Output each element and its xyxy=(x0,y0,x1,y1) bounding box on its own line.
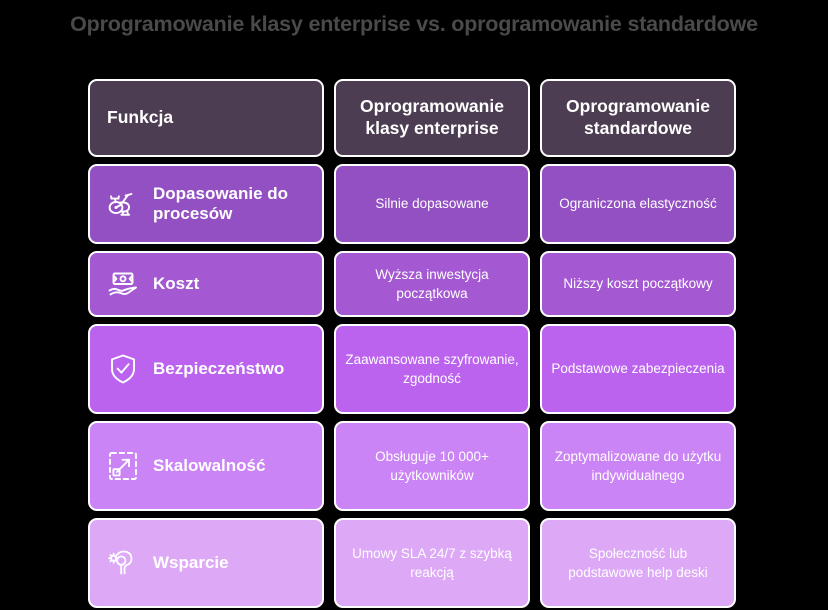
feature-label: Wsparcie xyxy=(153,552,229,572)
standard-cell-support: Społeczność lub podstawowe help deski xyxy=(540,518,736,608)
header-cell-standard: Oprogramowanie standardowe xyxy=(540,79,736,157)
feature-cell-support: Wsparcie xyxy=(88,518,324,608)
feature-cell-cost: Koszt xyxy=(88,251,324,317)
comparison-table: Funkcja Oprogramowanie klasy enterprise … xyxy=(88,79,736,608)
scale-expand-icon xyxy=(104,447,142,485)
feature-cell-process-fit: Dopasowanie do procesów xyxy=(88,164,324,244)
enterprise-cell-security: Zaawansowane szyfrowanie, zgodność xyxy=(334,324,530,414)
table-row: Koszt Wyższa inwestycja początkowa Niższ… xyxy=(88,251,736,317)
header-cell-feature: Funkcja xyxy=(88,79,324,157)
shield-check-icon xyxy=(104,350,142,388)
feature-label: Dopasowanie do procesów xyxy=(153,183,289,223)
table-header-row: Funkcja Oprogramowanie klasy enterprise … xyxy=(88,79,736,157)
table-row: Skalowalność Obsługuje 10 000+ użytkowni… xyxy=(88,421,736,511)
money-in-hand-icon xyxy=(104,265,142,303)
feature-label: Koszt xyxy=(153,273,200,293)
table-row: Dopasowanie do procesów Silnie dopasowan… xyxy=(88,164,736,244)
feature-cell-security: Bezpieczeństwo xyxy=(88,324,324,414)
standard-cell-security: Podstawowe zabezpieczenia xyxy=(540,324,736,414)
table-row: Bezpieczeństwo Zaawansowane szyfrowanie,… xyxy=(88,324,736,414)
enterprise-cell-support: Umowy SLA 24/7 z szybką reakcją xyxy=(334,518,530,608)
head-gear-support-icon xyxy=(104,544,142,582)
exercise-bike-icon xyxy=(104,185,142,223)
enterprise-cell-process-fit: Silnie dopasowane xyxy=(334,164,530,244)
standard-cell-scalability: Zoptymalizowane do użytku indywidualnego xyxy=(540,421,736,511)
standard-cell-process-fit: Ograniczona elastyczność xyxy=(540,164,736,244)
standard-cell-cost: Niższy koszt początkowy xyxy=(540,251,736,317)
enterprise-cell-scalability: Obsługuje 10 000+ użytkowników xyxy=(334,421,530,511)
feature-label: Skalowalność xyxy=(153,455,266,475)
header-cell-enterprise: Oprogramowanie klasy enterprise xyxy=(334,79,530,157)
enterprise-cell-cost: Wyższa inwestycja początkowa xyxy=(334,251,530,317)
feature-label: Bezpieczeństwo xyxy=(153,358,285,378)
table-row: Wsparcie Umowy SLA 24/7 z szybką reakcją… xyxy=(88,518,736,608)
feature-cell-scalability: Skalowalność xyxy=(88,421,324,511)
page-title: Oprogramowanie klasy enterprise vs. opro… xyxy=(70,12,758,36)
